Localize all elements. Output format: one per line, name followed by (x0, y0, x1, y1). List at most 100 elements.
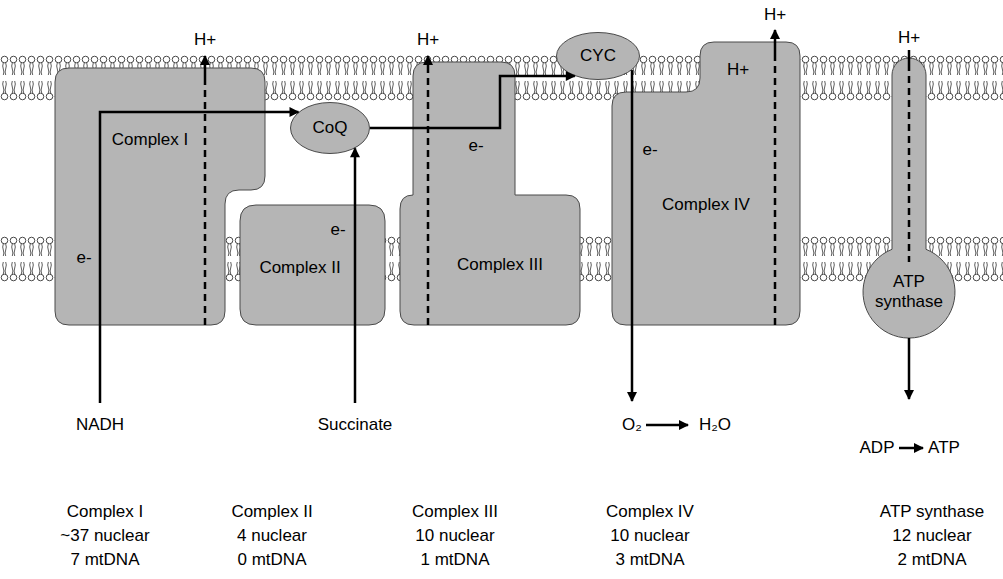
node-title: ATP synthase (869, 272, 949, 311)
reactant-label-holder: H₂O (699, 415, 731, 435)
proton-path (908, 64, 911, 262)
subunit-count: Complex II (231, 502, 312, 522)
carrier-outline (291, 103, 370, 154)
subunit-count: Complex I (67, 502, 144, 522)
subunit-count: 3 mtDNA (616, 550, 685, 570)
subunit-count-holder: ~37 nuclear (60, 526, 149, 546)
subunit-count: ATP synthase (880, 502, 984, 522)
subunit-count-holder: 7 mtDNA (71, 550, 140, 570)
subunit-count: 4 nuclear (237, 526, 307, 546)
reactant-label-holder: ADP (860, 438, 895, 458)
subunit-count: 0 mtDNA (238, 550, 307, 570)
subunit-count: Complex IV (606, 502, 694, 522)
proton-label-holder: H+ (417, 30, 439, 50)
electron-path (100, 112, 265, 403)
proton-label: H+ (417, 30, 439, 50)
proton-arrow (908, 338, 911, 399)
subunit-count-holder: 10 nuclear (610, 526, 689, 546)
subunit-count-holder: 10 nuclear (415, 526, 494, 546)
reaction-arrow (899, 447, 923, 450)
proton-path (427, 72, 430, 325)
node-title: CYC (580, 46, 616, 66)
electron-label-holder: e- (330, 220, 345, 240)
subunit-count-holder: 2 mtDNA (898, 550, 967, 570)
subunit-count: 1 mtDNA (421, 550, 490, 570)
complex-outline (400, 62, 580, 325)
subunit-count-holder: 0 mtDNA (238, 550, 307, 570)
electron-label: e- (468, 136, 483, 156)
subunit-count: ~37 nuclear (60, 526, 149, 546)
node-title: CoQ (313, 118, 348, 138)
synthase-shape: ATP synthase (863, 58, 959, 338)
node-title: Complex IV (662, 195, 750, 215)
reactant-label: H₂O (699, 415, 731, 435)
reaction-arrow (646, 424, 688, 427)
subunit-count: 12 nuclear (892, 526, 971, 546)
subunit-count: Complex III (412, 502, 498, 522)
electron-path (413, 76, 515, 128)
node-outline (612, 42, 800, 325)
edge-group (265, 70, 632, 205)
node-title: Complex II (259, 258, 340, 278)
reactant-label: O₂ (622, 415, 642, 435)
proton-path (908, 50, 911, 64)
electron-connector (354, 148, 357, 205)
electron-connector (265, 111, 298, 114)
complex-outline (240, 205, 385, 325)
subunit-count-holder: Complex III (412, 502, 498, 522)
reactant-label-holder: Succinate (318, 415, 393, 435)
complex-box: Complex II (240, 205, 385, 325)
node-title: Complex III (457, 255, 543, 275)
proton-label-holder: H+ (898, 28, 920, 48)
proton-label: H+ (764, 5, 786, 25)
reactant-label: ATP (928, 438, 960, 458)
electron-label: e- (642, 140, 657, 160)
complex-outline (55, 68, 265, 325)
proton-path (774, 58, 777, 325)
subunit-count-holder: Complex I (67, 502, 144, 522)
proton-arrow (427, 56, 430, 72)
electron-label-holder: e- (468, 136, 483, 156)
subunit-count-holder: 1 mtDNA (421, 550, 490, 570)
subunit-count-holder: 3 mtDNA (616, 550, 685, 570)
proton-arrow (204, 56, 207, 80)
complex-box: Complex I (55, 68, 265, 325)
carrier-ellipse: CoQ (290, 102, 370, 154)
reactant-label: ADP (860, 438, 895, 458)
reactant-label-holder: O₂ (622, 415, 642, 435)
carrier-outline (557, 33, 640, 80)
reactant-label-holder: ATP (928, 438, 960, 458)
flow-lines (100, 30, 923, 448)
subunit-count: 10 nuclear (415, 526, 494, 546)
electron-connector (515, 75, 575, 78)
electron-connector (370, 127, 413, 130)
subunit-count-holder: 4 nuclear (237, 526, 307, 546)
subunit-count: 2 mtDNA (898, 550, 967, 570)
electron-path (631, 92, 634, 401)
proton-label-holder: H+ (194, 30, 216, 50)
reactant-label-holder: NADH (76, 415, 124, 435)
node-title: Complex I (112, 130, 189, 150)
proton-path (204, 80, 207, 325)
complex-outline (863, 58, 955, 338)
electron-label: e- (330, 220, 345, 240)
carrier-ellipse: CYC (556, 32, 640, 80)
reactant-label: NADH (76, 415, 124, 435)
proton-arrow (774, 30, 777, 58)
proton-label: H+ (898, 28, 920, 48)
subunit-count: 7 mtDNA (71, 550, 140, 570)
subunit-count-holder: ATP synthase (880, 502, 984, 522)
electron-label-holder: e- (642, 140, 657, 160)
subunit-count-holder: 12 nuclear (892, 526, 971, 546)
complex-outline (612, 42, 800, 325)
proton-label-holder: H+ (727, 60, 749, 80)
proton-label-holder: H+ (764, 5, 786, 25)
subunit-count: 10 nuclear (610, 526, 689, 546)
electron-path (354, 205, 357, 403)
electron-label: e- (76, 248, 91, 268)
proton-label: H+ (194, 30, 216, 50)
